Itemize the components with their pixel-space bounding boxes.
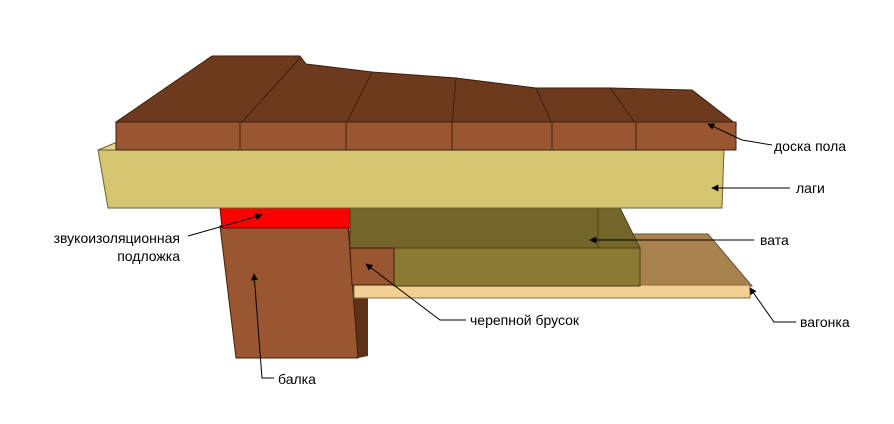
leader-beam [250,273,274,379]
label-underlay-line2: подложка [117,248,180,264]
board-front-4 [451,121,553,151]
beam-front [219,225,359,359]
boards-top [114,55,738,125]
cranial-bar [349,247,395,286]
leader-lines [187,123,796,379]
label-joists: лаги [796,180,825,196]
board-front-2 [239,121,347,151]
label-underlay-line1: звукоизоляционная [54,230,180,246]
beam [219,225,368,359]
label-lining: вагонка [800,314,850,330]
board-front-3 [345,121,453,151]
board-front-1 [115,121,241,151]
leader-cranial-bar [365,263,466,321]
lining-front [353,284,751,299]
leader-floor-board [707,123,773,146]
label-cranial-bar: черепной брусок [470,312,580,328]
wool [349,207,641,287]
wool-top-block [349,207,599,249]
wool-side [597,207,641,249]
label-floor-board: доска пола [774,138,846,154]
label-beam: балка [278,371,316,387]
leader-lining [749,287,796,323]
soundproof-underlay [219,207,351,229]
joist-front [97,149,725,209]
leader-underlay [187,213,263,237]
wool-lower-block [393,247,641,287]
board-front-5 [551,121,637,151]
floor-boards [114,55,738,151]
board-front-6 [635,121,737,151]
label-wool: вата [760,232,789,248]
labels: доска пола лаги вата звукоизоляционная п… [54,138,850,387]
